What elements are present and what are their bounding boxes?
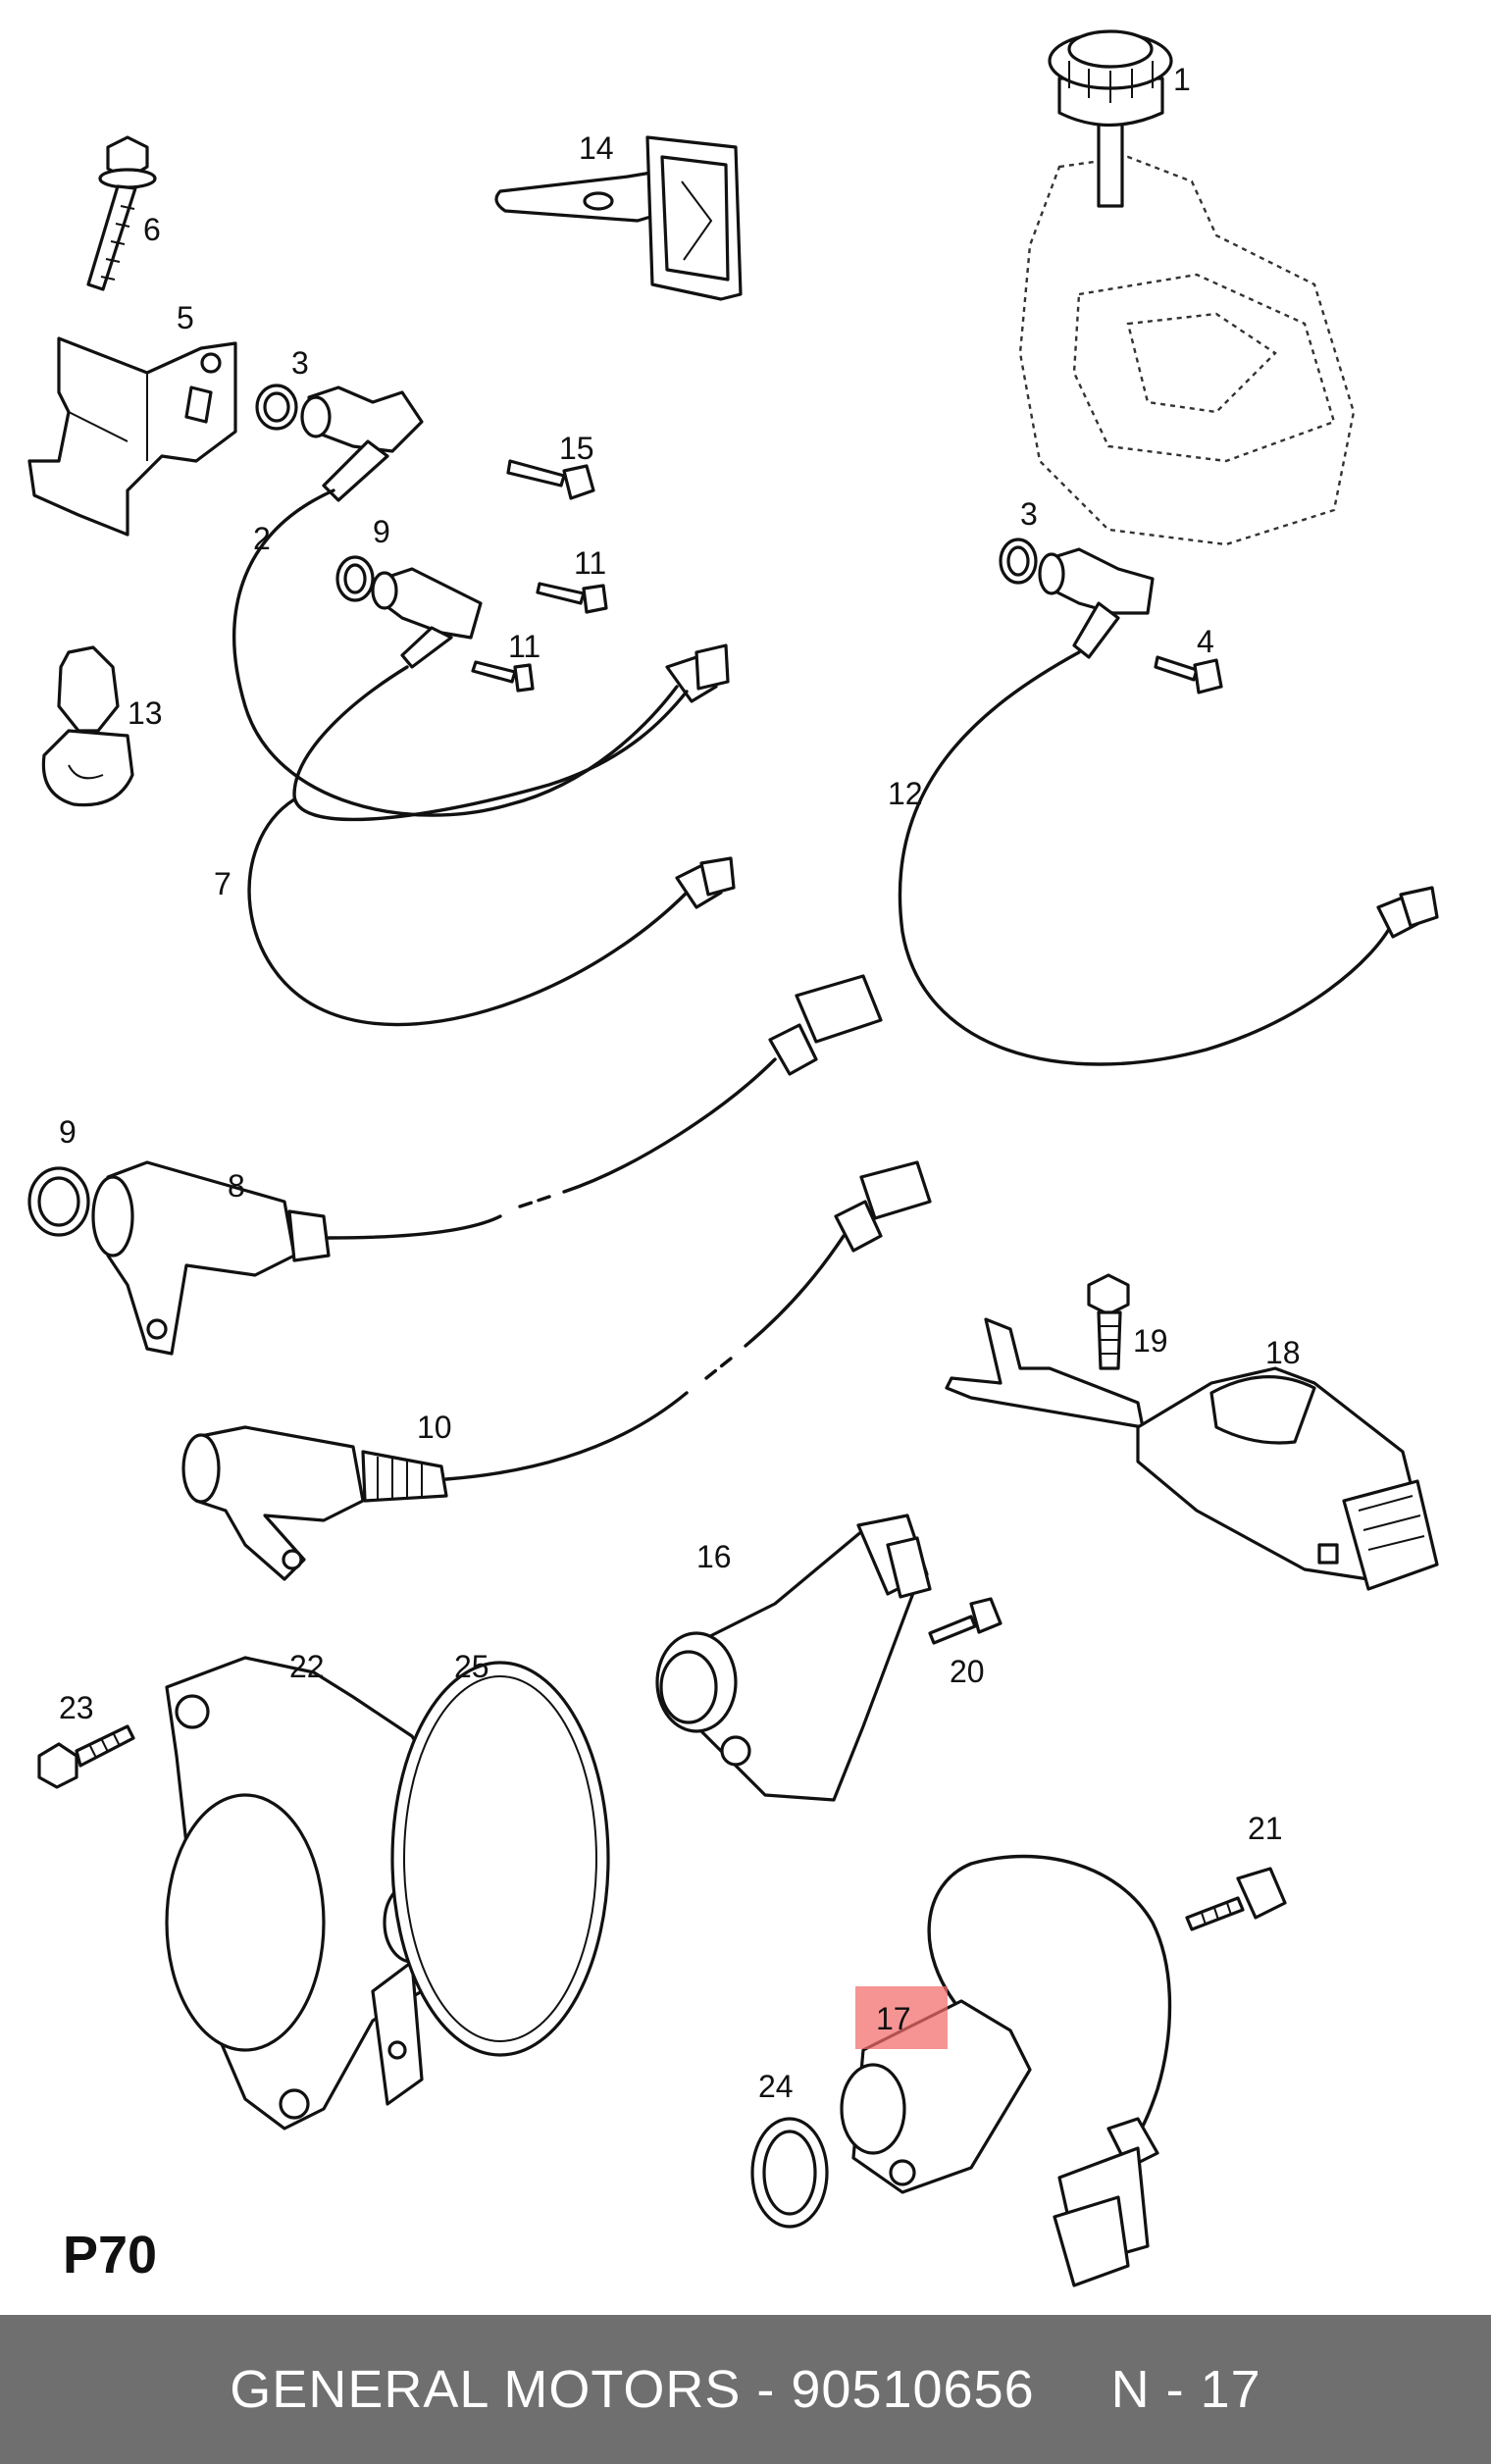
callout-8: 8 [228, 1168, 245, 1204]
callout-4: 4 [1197, 624, 1214, 659]
callout-24: 24 [758, 2069, 794, 2104]
part-14-bracket-plate [494, 135, 743, 301]
part-6-bolt [86, 135, 157, 291]
part-8-sensor [91, 974, 883, 1356]
callout-17: 17 [876, 2001, 911, 2036]
callout-11-upper: 11 [574, 545, 606, 581]
part-17-sensor [840, 1854, 1172, 2287]
part-19-bolt [1087, 1273, 1130, 1370]
part-15-bolt [506, 459, 595, 500]
callout-9-upper: 9 [373, 514, 390, 549]
callout-23: 23 [59, 1690, 94, 1725]
part-5-bracket [27, 336, 237, 537]
callout-9-lower: 9 [59, 1114, 77, 1150]
callout-11-lower: 11 [508, 629, 540, 664]
callout-12: 12 [888, 776, 923, 811]
part-20-bolt [928, 1597, 1003, 1645]
callout-21: 21 [1248, 1811, 1283, 1846]
part-16-valve [655, 1514, 932, 1802]
part-4-bolt [1154, 655, 1223, 694]
callout-7: 7 [214, 866, 231, 901]
part-9-oring-upper [335, 555, 375, 602]
callout-20: 20 [950, 1654, 985, 1689]
part-2-sensor [232, 385, 730, 817]
part-10-sensor [181, 1160, 932, 1581]
footer-brand-part-number: GENERAL MOTORS - 90510656 [230, 2360, 1035, 2419]
part-1-reservoir [1018, 29, 1356, 546]
footer-position-label: N - 17 [1110, 2360, 1261, 2419]
callout-25: 25 [454, 1649, 489, 1684]
part-24-oring [750, 2117, 829, 2229]
part-21-bolt [1185, 1867, 1287, 1931]
callout-2: 2 [253, 521, 271, 556]
callout-19: 19 [1133, 1323, 1168, 1359]
callout-18: 18 [1265, 1335, 1301, 1370]
part-13-clamp [41, 645, 134, 807]
callout-3-left: 3 [291, 345, 309, 381]
callout-22: 22 [289, 1649, 325, 1684]
part-11-bolt-lower [471, 660, 535, 693]
part-11-bolt-upper [536, 582, 608, 614]
part-9-sensor-upper [292, 567, 689, 822]
callout-14: 14 [579, 130, 614, 166]
callout-10: 10 [417, 1410, 452, 1445]
callout-1: 1 [1173, 62, 1191, 97]
part-23-bolt [37, 1724, 135, 1789]
callout-16: 16 [696, 1539, 732, 1574]
part-12-sensor [898, 547, 1439, 1066]
footer-caption: GENERAL MOTORS - 90510656 N - 17 [0, 2315, 1491, 2464]
callout-15: 15 [559, 431, 594, 466]
footer-bar: GENERAL MOTORS - 90510656 N - 17 [0, 2315, 1491, 2464]
callout-13: 13 [128, 695, 163, 731]
page-code-label: P70 [63, 2226, 158, 2284]
part-22-housing [165, 1656, 463, 2130]
part-7-wire [247, 797, 736, 1027]
callout-5: 5 [177, 300, 194, 335]
part-3-oring-right [999, 538, 1038, 585]
part-18-module [945, 1317, 1439, 1591]
part-25-gasket [390, 1661, 610, 2057]
callout-17-highlight [855, 1986, 948, 2049]
part-9-oring-lower [27, 1166, 90, 1237]
part-3-oring-left [255, 384, 298, 431]
callout-6: 6 [143, 212, 161, 247]
callout-3-right: 3 [1020, 496, 1038, 532]
parts-diagram: 1 14 6 5 3 15 2 9 11 11 3 4 13 12 7 9 8 … [27, 29, 1439, 2287]
